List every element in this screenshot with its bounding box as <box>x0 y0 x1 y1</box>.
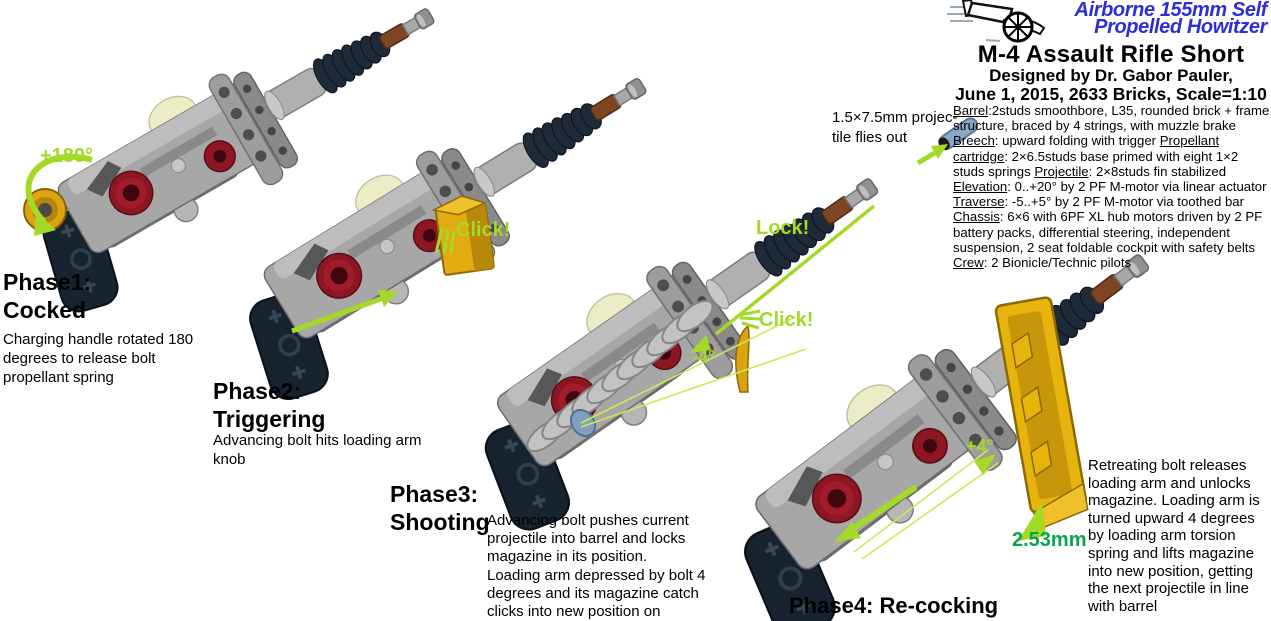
phase3-caption-para1: Advancing bolt pushes current projectile… <box>487 512 689 566</box>
angle-wedge-lines <box>853 449 999 560</box>
bolt-arrowhead <box>378 290 398 307</box>
phase3-caption-para2: Loading arm depressed by bolt 4 degrees … <box>487 566 706 621</box>
annotation-rotate-180: +180° <box>40 145 94 167</box>
spec-text: : 2×6.5studs base primed with eight 1×2 … <box>953 148 1239 179</box>
annotation-lift-253mm: 2.53mm <box>1012 529 1087 551</box>
phase1-title-line2: Cocked <box>3 297 87 323</box>
phase1-model <box>0 0 479 330</box>
spec-term: Projectile <box>1034 163 1089 179</box>
spec-term: Crew <box>953 255 984 271</box>
spec-paragraph: Barrel:2studs smoothbore, L35, rounded b… <box>953 103 1271 270</box>
lift-pointer-triangle <box>1018 502 1046 541</box>
rotation-arrowhead <box>34 212 56 236</box>
phase3-title-line2: Shooting <box>390 509 490 535</box>
phase1-caption: Charging handle rotated 180 degrees to r… <box>3 331 194 386</box>
phase4-caption: Retreating bolt releases loading arm and… <box>1088 457 1260 615</box>
click-pointer-lines <box>739 309 762 330</box>
spec-text: : 2×8studs fin stabilized <box>1088 163 1227 179</box>
page-title: M-4 Assault Rifle Short <box>977 41 1245 68</box>
series-title: Airborne 155mm Self Propelled Howitzer <box>1007 0 1268 38</box>
phase3-title: Phase3: Shooting <box>390 480 490 536</box>
angle-arrowhead <box>974 454 996 475</box>
projectile-note-line1: 1.5×7.5mm projec- <box>832 109 958 126</box>
phase1-title-line1: Phase1: <box>3 269 92 295</box>
lock-line <box>714 204 876 336</box>
spec-term: Propellant cartridge <box>953 133 1220 164</box>
magazine <box>994 296 1089 529</box>
projectile-note: 1.5×7.5mm projec- tile flies out <box>832 108 992 147</box>
spec-text: : -5..+5° by 2 PF M-motor via toothed ba… <box>1004 194 1245 210</box>
edition-line: June 1, 2015, 2633 Bricks, Scale=1:10 <box>955 84 1267 104</box>
bolt-retreat-arrowhead <box>834 522 861 542</box>
phase3-model <box>432 131 932 549</box>
designer-line: Designed by Dr. Gabor Pauler, <box>989 66 1233 85</box>
annotation-lock-phase3: Lock! <box>756 217 810 239</box>
phase2-model <box>200 30 694 418</box>
phase2-title: Phase2: Triggering <box>213 377 325 433</box>
annotation-minus-4deg: -4° <box>692 347 716 367</box>
phase2-title-line1: Phase2: <box>213 378 302 404</box>
angle-wedge-lines <box>580 316 807 428</box>
spec-text: : 0..+20° by 2 PF M-motor via linear act… <box>1007 179 1267 195</box>
click-vibration-lines <box>434 227 456 255</box>
series-title-line2: Propelled Howitzer <box>1094 16 1267 38</box>
projectile-arrow <box>916 148 940 166</box>
propellant-spring <box>526 299 714 453</box>
annotation-plus-4deg: +4° <box>966 436 994 456</box>
series-title-line1: Airborne 155mm Self <box>1074 0 1268 21</box>
annotation-click-phase3: Click! <box>759 309 814 331</box>
angle-arrowhead <box>690 335 711 353</box>
spec-text: : upward folding with trigger <box>994 133 1160 149</box>
spec-text: : 6×6 with 6PF XL hub motors driven by 2… <box>953 209 1263 255</box>
phase4-model <box>687 206 1208 621</box>
phase2-caption: Advancing bolt hits loading arm knob <box>213 432 422 468</box>
spec-term: Elevation <box>953 179 1008 195</box>
phase3-caption: Advancing bolt pushes current projectile… <box>487 512 708 621</box>
annotation-click-phase2: Click! <box>456 219 511 241</box>
rotation-arrow <box>25 153 93 225</box>
projectile-note-line2: tile flies out <box>832 128 908 146</box>
spec-term: Breech <box>953 133 995 149</box>
spec-term: Barrel <box>953 103 989 118</box>
phase4-title: Phase4: Re-cocking <box>789 593 999 618</box>
bolt-arrow <box>291 294 387 334</box>
magazine <box>431 195 495 276</box>
phase1-title: Phase1: Cocked <box>3 268 91 324</box>
spec-text: :2studs smoothbore, L35, rounded brick +… <box>953 103 1270 134</box>
howitzer-cannon-icon <box>947 0 1046 43</box>
spec-text: : 2 Bionicle/Technic pilots <box>983 255 1132 271</box>
spec-term: Traverse <box>953 194 1005 210</box>
projectile-arrowhead <box>931 144 948 159</box>
bolt-retreat-arrow <box>843 484 918 537</box>
projectile <box>916 117 979 166</box>
phase3-title-line1: Phase3: <box>390 481 479 507</box>
phase2-title-line2: Triggering <box>213 406 326 432</box>
spec-term: Chassis <box>953 209 1000 225</box>
